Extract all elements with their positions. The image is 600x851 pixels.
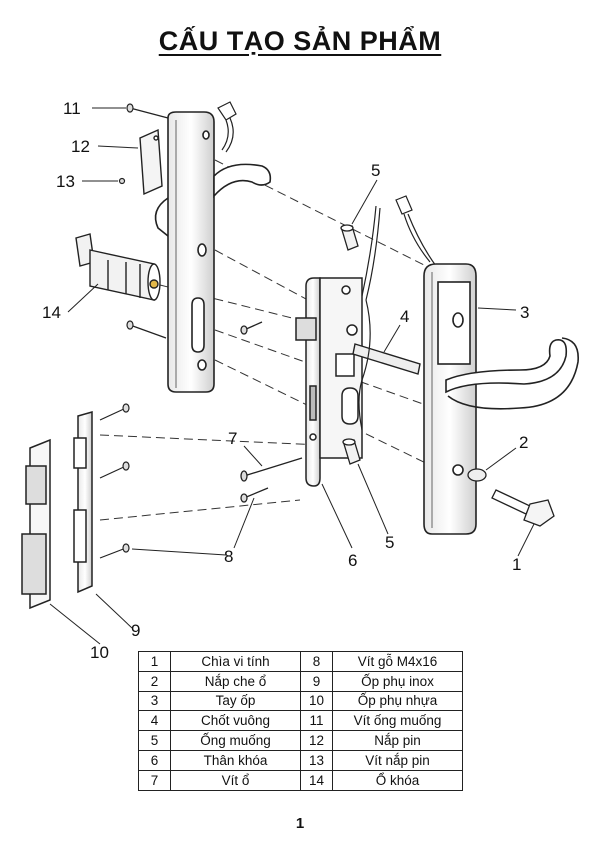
part-name: Chốt vuông bbox=[170, 710, 301, 732]
callout-4: 4 bbox=[400, 307, 409, 326]
callout-12: 12 bbox=[71, 137, 90, 156]
strike-plate-9 bbox=[73, 411, 93, 594]
part-number: 12 bbox=[300, 730, 333, 751]
table-row: 6 Thân khóa 13 Vít nắp pin bbox=[138, 749, 463, 771]
callout-6: 6 bbox=[348, 551, 357, 570]
part-name: Nắp pin bbox=[332, 730, 463, 751]
page-title: CẤU TẠO SẢN PHẨM bbox=[158, 26, 442, 56]
part-number: 3 bbox=[138, 690, 171, 712]
callout-14: 14 bbox=[42, 303, 61, 322]
callout-9: 9 bbox=[131, 621, 140, 640]
part-number: 5 bbox=[138, 730, 171, 751]
callout-2: 2 bbox=[519, 433, 528, 452]
part-number: 14 bbox=[300, 769, 333, 791]
table-row: 4 Chốt vuông 11 Vít ống muống bbox=[138, 710, 463, 732]
part-name: Ốp phụ inox bbox=[332, 670, 463, 692]
page-number: 1 bbox=[295, 815, 305, 832]
part-name: Vít nắp pin bbox=[332, 749, 463, 771]
strike-box-10 bbox=[21, 438, 51, 610]
table-row: 7 Vít ổ 14 Ổ khóa bbox=[138, 769, 463, 791]
sleeve-5-bottom bbox=[342, 438, 361, 465]
table-row: 1 Chìa vi tính 8 Vít gỗ M4x16 bbox=[138, 651, 463, 672]
lock-body-6 bbox=[295, 277, 363, 487]
callout-11: 11 bbox=[63, 99, 81, 118]
part-name: Tay ốp bbox=[170, 690, 301, 712]
part-number: 11 bbox=[300, 710, 333, 732]
cylinder-14 bbox=[75, 233, 161, 301]
part-number: 8 bbox=[300, 651, 333, 672]
callout-3: 3 bbox=[520, 303, 529, 322]
callout-10: 10 bbox=[90, 643, 109, 662]
key-1 bbox=[491, 489, 555, 527]
screw-8-top bbox=[240, 321, 263, 335]
cylinder-screw bbox=[126, 320, 167, 339]
back-escutcheon bbox=[167, 111, 215, 393]
part-name: Thân khóa bbox=[170, 749, 301, 771]
table-row: 2 Nắp che ổ 9 Ốp phụ inox bbox=[138, 670, 463, 692]
screw-7 bbox=[240, 457, 303, 482]
table-row: 5 Ống muống 12 Nắp pin bbox=[138, 730, 463, 751]
parts-table: 1 Chìa vi tính 8 Vít gỗ M4x16 2 Nắp che … bbox=[138, 651, 463, 791]
part-number: 13 bbox=[300, 749, 333, 771]
front-handle bbox=[445, 337, 579, 410]
part-name: Vít ống muống bbox=[332, 710, 463, 732]
callout-1: 1 bbox=[512, 555, 521, 574]
part-number: 9 bbox=[300, 670, 333, 692]
wires-front bbox=[358, 195, 437, 431]
screw-8-strike bbox=[99, 403, 130, 559]
part-number: 1 bbox=[138, 651, 171, 672]
part-name: Vít ổ bbox=[170, 769, 301, 791]
screw-11 bbox=[126, 103, 169, 119]
callout-labels: 1 2 3 4 5 5 6 7 8 9 10 11 12 13 14 bbox=[42, 99, 529, 662]
part-number: 4 bbox=[138, 710, 171, 732]
table-row: 3 Tay ốp 10 Ốp phụ nhựa bbox=[138, 690, 463, 712]
part-number: 6 bbox=[138, 749, 171, 771]
callout-8: 8 bbox=[224, 547, 233, 566]
callout-5-top: 5 bbox=[371, 161, 380, 180]
part-name: Ống muống bbox=[170, 730, 301, 751]
part-name: Ốp phụ nhựa bbox=[332, 690, 463, 712]
spindle-4 bbox=[352, 343, 421, 375]
back-handle bbox=[154, 163, 272, 237]
callout-13: 13 bbox=[56, 172, 75, 191]
callout-7: 7 bbox=[228, 429, 237, 448]
part-name: Ổ khóa bbox=[332, 769, 463, 791]
part-number: 2 bbox=[138, 670, 171, 692]
part-name: Vít gỗ M4x16 bbox=[332, 651, 463, 672]
leader-lines bbox=[49, 107, 535, 645]
battery-cover-12 bbox=[139, 128, 163, 196]
alignment-lines bbox=[99, 159, 441, 521]
screw-13 bbox=[118, 177, 126, 185]
part-name: Chìa vi tính bbox=[170, 651, 301, 672]
screw-8-body bbox=[240, 487, 269, 503]
sleeve-5-top bbox=[340, 224, 359, 251]
wire-bundle-top bbox=[217, 101, 237, 153]
callout-5-bottom: 5 bbox=[385, 533, 394, 552]
part-number: 10 bbox=[300, 690, 333, 712]
cover-cap-2 bbox=[467, 468, 487, 482]
front-plate-3 bbox=[423, 263, 477, 535]
part-name: Nắp che ổ bbox=[170, 670, 301, 692]
part-number: 7 bbox=[138, 769, 171, 791]
